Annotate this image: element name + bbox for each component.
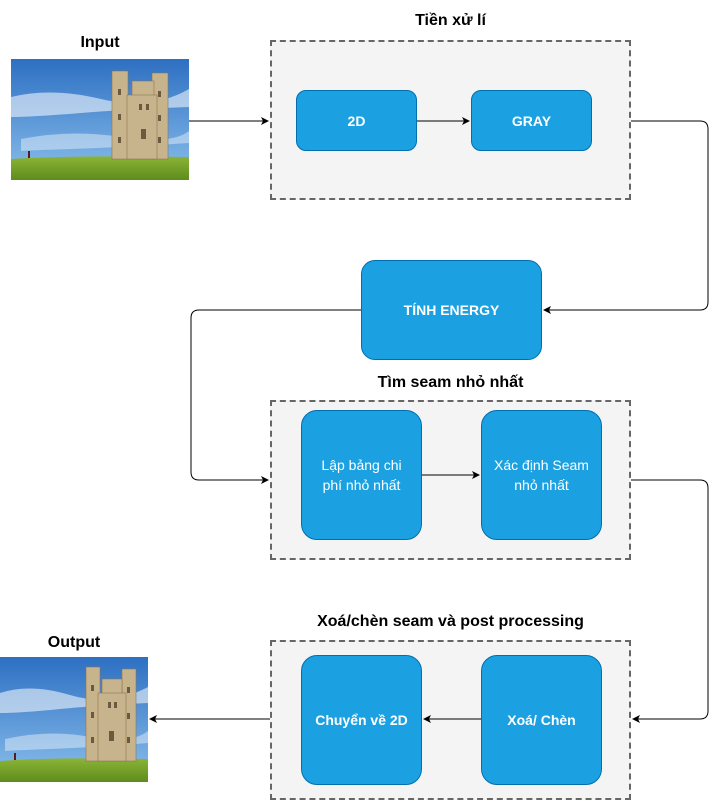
node-find-seam[interactable]: Xác định Seam nhỏ nhất bbox=[481, 410, 602, 540]
node-cost-table-line1: Lập bảng chi bbox=[321, 457, 402, 473]
edge-energy-to-min-seam bbox=[190, 309, 361, 484]
node-find-seam-line2: nhỏ nhất bbox=[514, 477, 569, 493]
edge-min-seam-to-remove bbox=[631, 479, 709, 723]
node-2d[interactable]: 2D bbox=[296, 90, 417, 151]
node-cost-table[interactable]: Lập bảng chi phí nhỏ nhất bbox=[301, 410, 422, 540]
node-energy[interactable]: TÍNH ENERGY bbox=[361, 260, 542, 360]
label-input: Input bbox=[80, 34, 120, 51]
node-to-2d[interactable]: Chuyển về 2D bbox=[301, 655, 422, 785]
node-remove-insert[interactable]: Xoá/ Chèn bbox=[481, 655, 602, 785]
label-min-seam: Tìm seam nhỏ nhất bbox=[377, 374, 524, 391]
node-gray[interactable]: GRAY bbox=[471, 90, 592, 151]
label-remove-insert: Xoá/chèn seam và post processing bbox=[317, 613, 584, 630]
label-preprocess: Tiền xử lí bbox=[415, 12, 486, 29]
label-output: Output bbox=[47, 634, 101, 651]
node-cost-table-line2: phí nhỏ nhất bbox=[322, 477, 401, 493]
input-image bbox=[11, 59, 189, 180]
output-image bbox=[0, 657, 148, 782]
castle-photo-output bbox=[0, 657, 148, 782]
castle-photo-input bbox=[11, 59, 189, 180]
node-find-seam-line1: Xác định Seam bbox=[494, 457, 589, 473]
edge-preprocess-to-energy bbox=[543, 120, 709, 314]
